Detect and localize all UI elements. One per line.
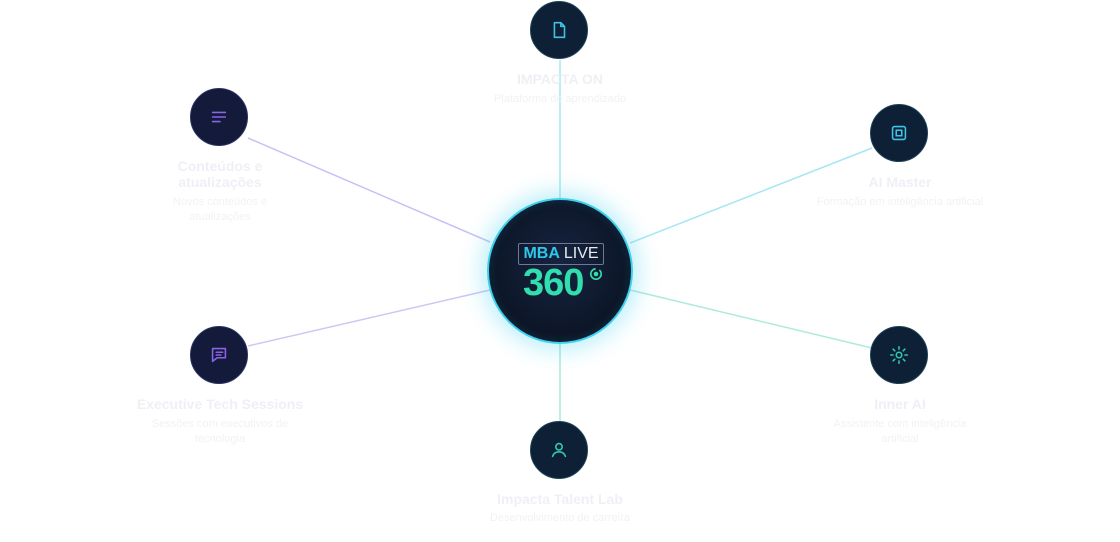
node-conteudos[interactable] bbox=[190, 88, 248, 146]
chip-icon bbox=[891, 125, 907, 141]
logo-edition: LIVE bbox=[563, 245, 599, 262]
node-inner-ai[interactable] bbox=[870, 326, 928, 384]
node-title: Executive Tech Sessions bbox=[136, 396, 304, 412]
node-description: Desenvolvimento de carreira bbox=[490, 512, 631, 524]
node-description: Sessões com executivos de tecnologia bbox=[151, 418, 289, 445]
node-title: IMPACTA ON bbox=[516, 71, 604, 87]
node-description: Assistente com inteligência artificial bbox=[833, 418, 967, 445]
link-ai-master bbox=[629, 147, 873, 244]
logo-brand: MBA bbox=[523, 245, 560, 262]
user-icon bbox=[551, 442, 567, 458]
hub-logo[interactable]: MBA LIVE 360 bbox=[487, 198, 633, 344]
text-lines-icon bbox=[211, 111, 227, 123]
node-description: Novos conteúdos e atualizações bbox=[172, 196, 268, 223]
ring-icon bbox=[590, 268, 602, 280]
logo-number: 360 bbox=[523, 262, 584, 304]
node-description: Formação em inteligência artificial bbox=[816, 196, 984, 208]
sun-icon bbox=[889, 345, 909, 365]
node-title: Conteúdos e atualizações bbox=[177, 158, 263, 190]
node-executive-tech[interactable] bbox=[190, 326, 248, 384]
link-inner-ai bbox=[629, 289, 873, 349]
node-title: Impacta Talent Lab bbox=[497, 491, 623, 507]
chat-icon bbox=[211, 347, 227, 363]
link-conteudos bbox=[247, 137, 491, 243]
node-impacta-on[interactable] bbox=[530, 1, 588, 59]
node-description: Plataforma de aprendizado bbox=[493, 93, 627, 105]
node-ai-master[interactable] bbox=[870, 104, 928, 162]
node-title: AI Master bbox=[868, 174, 932, 190]
link-executive bbox=[247, 289, 491, 347]
logo-badge: MBA LIVE bbox=[518, 243, 604, 265]
node-title: Inner AI bbox=[874, 396, 926, 412]
document-icon bbox=[553, 21, 566, 39]
node-talent-lab[interactable] bbox=[530, 421, 588, 479]
